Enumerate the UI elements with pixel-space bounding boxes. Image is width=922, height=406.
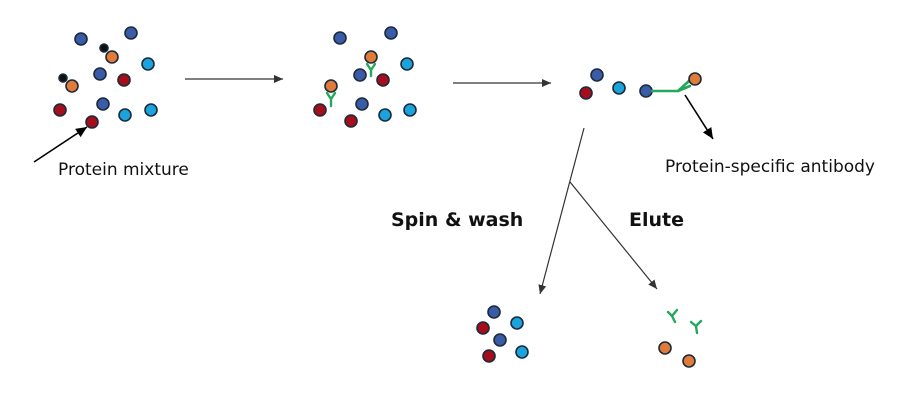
protein-dot (515, 345, 529, 359)
protein-dot (105, 50, 119, 64)
protein-dot (144, 103, 158, 117)
protein-dot (117, 73, 131, 87)
antibody-icon (689, 319, 703, 335)
protein-dot (403, 103, 417, 117)
protein-dot (93, 67, 107, 81)
protein-dot (141, 57, 155, 71)
protein-dot (118, 108, 132, 122)
protein-dot (612, 81, 626, 95)
protein-dot (400, 57, 414, 71)
antibody-label: Protein-specific antibody (665, 157, 875, 177)
protein-dot (482, 349, 496, 363)
protein-dot (74, 32, 88, 46)
protein-dot (85, 115, 99, 129)
protein-dot (53, 103, 67, 117)
target-protein-dot (688, 72, 702, 86)
spin-wash-arrow (538, 127, 585, 295)
protein-dot (590, 68, 604, 82)
antibody-icon (325, 91, 337, 108)
elute-label: Elute (629, 209, 684, 231)
protein-mixture-label: Protein mixture (58, 160, 189, 180)
antibody-icon (365, 62, 377, 78)
protein-dot (384, 26, 398, 40)
eluate-cluster (658, 308, 703, 368)
protein-dot (579, 86, 593, 100)
protein-dot (376, 73, 390, 87)
protein-mixture-cluster (53, 26, 158, 129)
protein-dot (333, 31, 347, 45)
target-protein-dot (682, 354, 696, 368)
protein-dot (96, 97, 110, 111)
mixture-pointer-arrow (33, 126, 88, 163)
protein-dot (65, 79, 79, 93)
protein-dot (313, 103, 327, 117)
protein-dot (639, 84, 653, 98)
spin-wash-label: Spin & wash (391, 209, 523, 231)
elute-arrow (569, 181, 658, 290)
antibody-pointer-arrow (684, 94, 714, 140)
protein-dot (487, 305, 501, 319)
flow-through-cluster (476, 305, 529, 363)
protein-dot (510, 316, 524, 330)
protein-dot (476, 321, 490, 335)
protein-dot (364, 50, 378, 64)
bead-capture-cluster (579, 68, 702, 100)
protein-dot (58, 73, 68, 83)
protein-dot (99, 43, 109, 53)
protein-dot (378, 108, 392, 122)
antibody-incubation-cluster (313, 26, 417, 128)
protein-dot (353, 68, 367, 82)
bound-antibody-icon (650, 78, 692, 93)
protein-dot (493, 333, 507, 347)
protein-dot (355, 97, 369, 111)
protein-dot (344, 114, 358, 128)
antibody-icon (666, 308, 679, 324)
protein-dot (324, 79, 338, 93)
protein-dot (124, 26, 138, 40)
target-protein-dot (658, 341, 672, 355)
